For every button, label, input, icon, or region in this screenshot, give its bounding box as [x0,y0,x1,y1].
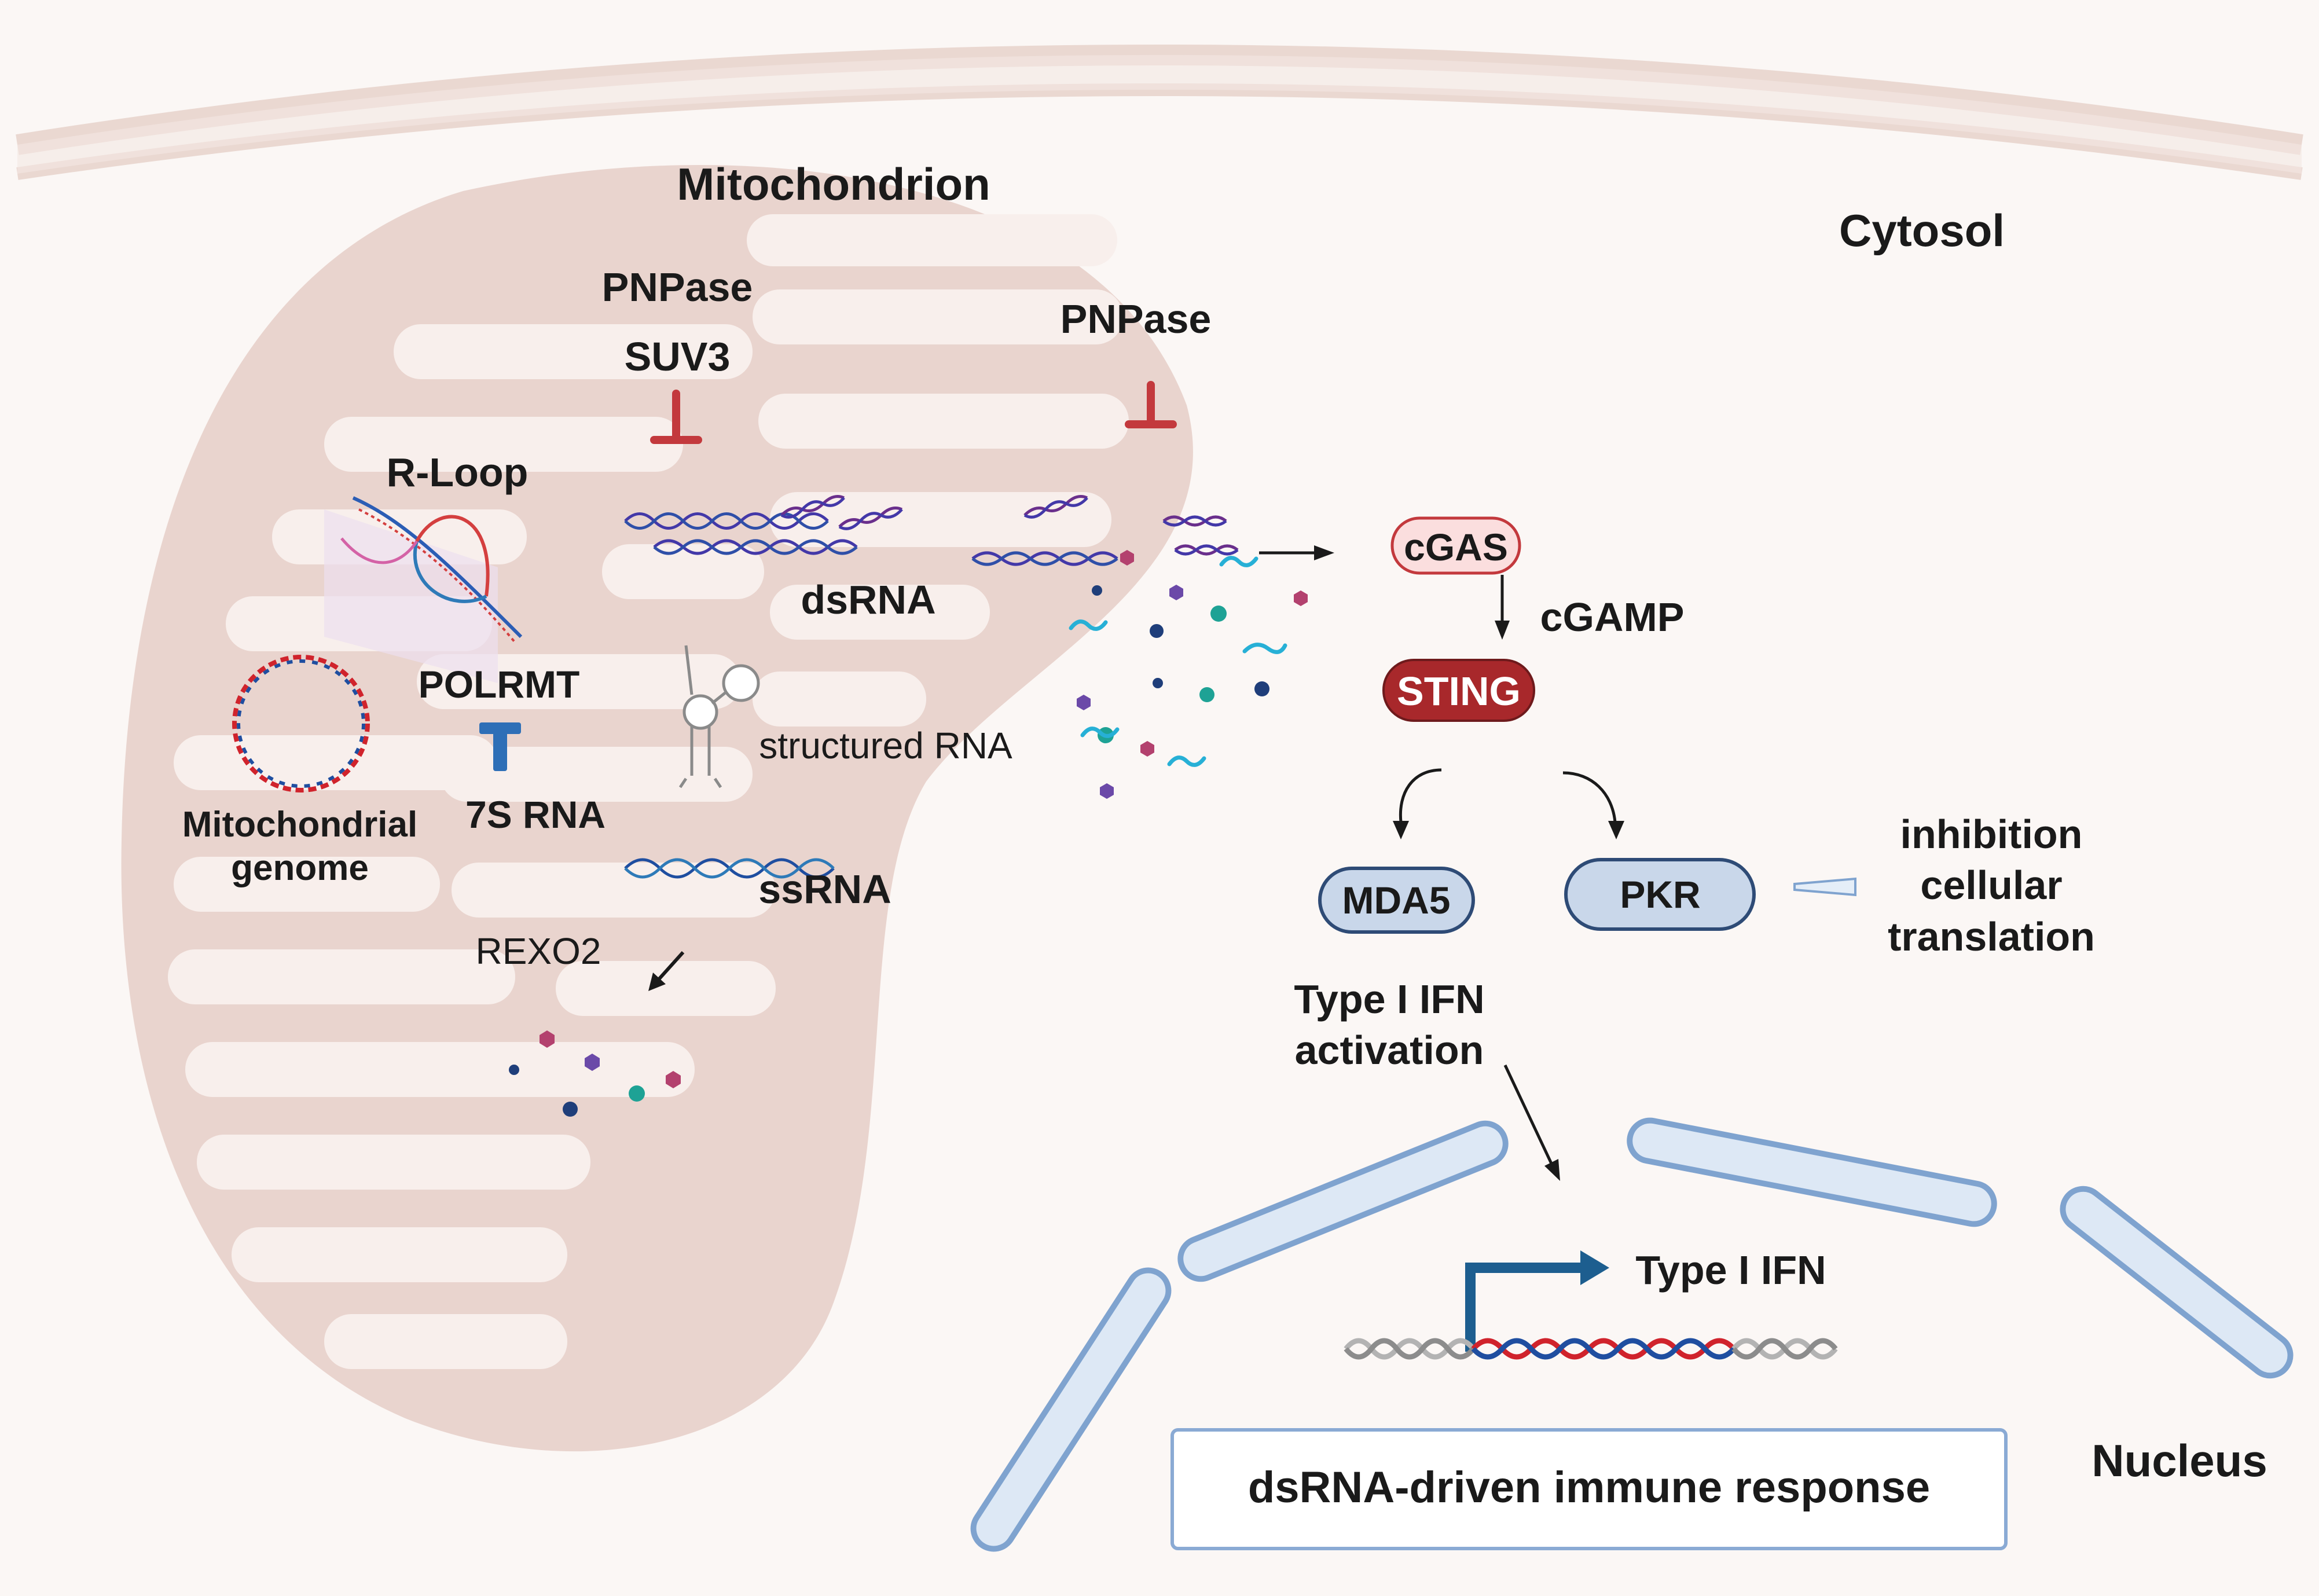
promoter-arrow [1465,1250,1609,1352]
ssrna-label: ssRNA [758,867,891,912]
rexo2-arrow [648,951,685,991]
inhibitor-symbol-right [1125,381,1177,428]
cytoskeleton-rods [970,1117,2294,1552]
mitochondrial-genome-label-2: genome [231,848,369,888]
release-arrow [1259,545,1334,560]
r-loop-label: R-Loop [387,450,529,495]
immune-response-label: dsRNA-driven immune response [1248,1463,1930,1512]
dsrna-helices [624,495,1239,566]
nucleotide-fragments-released [1069,550,1308,799]
inhibition-label-3: translation [1888,914,2095,959]
type-i-ifn-activation-label-2: activation [1295,1028,1484,1073]
sting-to-mda5-arrow [1393,768,1442,839]
cell-membrane [16,45,2303,180]
r-loop-structure [324,496,523,683]
inhibition-label-2: cellular [1920,863,2062,908]
mitochondrion-outer [121,164,1193,1452]
polrmt-label: POLRMT [419,663,580,706]
mitochondrial-genome-label-1: Mitochondrial [182,805,417,845]
pkr-inhibition-arrow [1793,877,1856,897]
immune-response-box [1170,1428,2008,1550]
inhibitor-symbol-left [650,390,702,444]
cgas-label: cGAS [1404,526,1508,568]
type-i-ifn-gene-label: Type I IFN [1635,1248,1826,1293]
type-i-ifn-gene-dna [1344,1338,1838,1360]
pnpase-label-top: PNPase [602,265,753,310]
cgas-node [1390,516,1521,575]
ssrna-helix [624,858,835,879]
cgamp-arrow [1495,575,1510,640]
pnpase-label-right: PNPase [1061,296,1212,342]
7s-rna-label: 7S RNA [465,793,606,836]
mitochondrion-label: Mitochondrion [677,159,990,210]
ifn-activation-arrow [1503,1064,1560,1181]
inhibition-label-1: inhibition [1900,812,2083,857]
nucleotide-fragments-mito [509,1030,681,1117]
structured-rna-label: structured RNA [759,725,1012,766]
sting-node [1382,659,1535,722]
cytosol-label: Cytosol [1839,205,2005,256]
mda5-node [1318,867,1475,934]
structured-rna-icon [678,645,760,788]
sting-label: STING [1397,669,1521,714]
sting-to-pkr-arrow [1562,771,1624,839]
suv3-label: SUV3 [625,334,731,379]
pkr-node [1564,858,1756,931]
polrmt-icon [479,722,521,771]
cgamp-label: cGAMP [1540,595,1685,640]
pkr-label: PKR [1620,873,1700,916]
rexo2-label: REXO2 [476,930,601,972]
nucleus-label: Nucleus [2091,1435,2267,1486]
type-i-ifn-activation-label-1: Type I IFN [1294,977,1484,1022]
mda5-label: MDA5 [1342,879,1450,922]
dsrna-label: dsRNA [801,577,935,622]
mitochondrial-genome-icon [232,655,370,793]
